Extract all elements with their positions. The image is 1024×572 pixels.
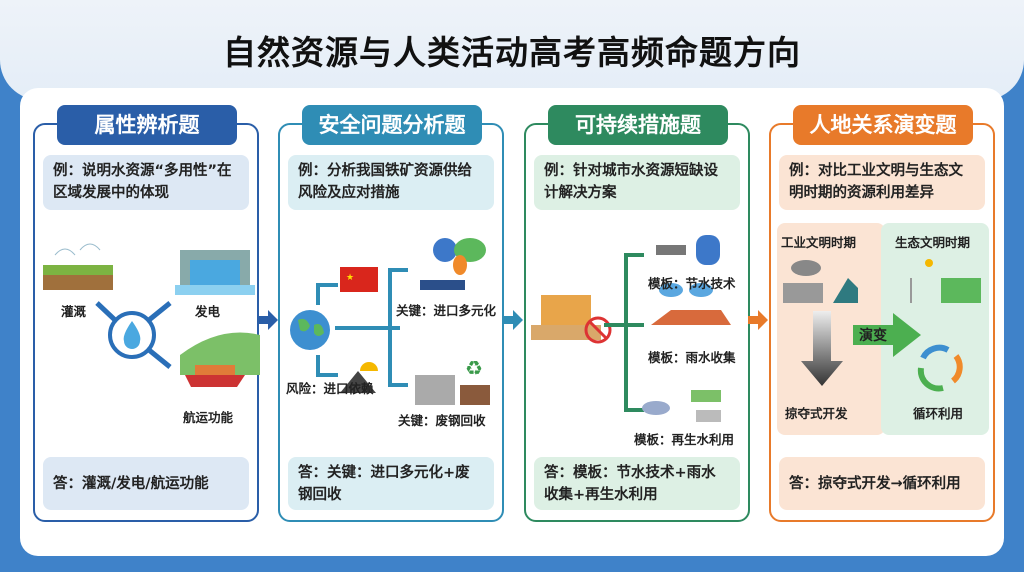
example-box: 例：对比工业文明与生态文明时期的资源利用差异: [779, 155, 985, 210]
flow-arrow-icon: [748, 310, 768, 330]
label-water-saving: 模板：节水技术: [648, 276, 736, 291]
flow-arrow-icon: [503, 310, 523, 330]
globe-icon: [290, 310, 330, 350]
down-arrow-icon: [801, 311, 843, 386]
world-map-icon: [420, 238, 486, 290]
reclaimed-water-icon: [642, 390, 721, 422]
label-power: 发电: [195, 304, 221, 319]
water-drop-icon: [123, 321, 141, 349]
panel-attribute: 属性辨析题 例：说明水资源“多用性”在区域发展中的体现 灌溉 发电 航运功能 答…: [33, 105, 260, 522]
label-rain-collection: 模板：雨水收集: [648, 350, 736, 365]
ore-mine-icon: [340, 371, 376, 393]
faucet-meter-icon: [656, 235, 720, 265]
label-risk: 风险：进口依赖: [286, 381, 374, 396]
evolution-illustration: [783, 259, 981, 392]
label-irrigation: 灌溉: [61, 304, 87, 319]
label-evolution: 演变: [859, 328, 887, 344]
answer-box: 答：关键：进口多元化+废钢回收: [288, 457, 494, 510]
label-ecological-era: 生态文明时期: [895, 235, 971, 250]
recycling-factory-icon: ♻: [415, 356, 490, 405]
dry-city-icon: [531, 295, 612, 344]
label-diversify: 关键：进口多元化: [396, 303, 497, 318]
label-recycling: 循环利用: [913, 406, 964, 421]
label-industrial-era: 工业文明时期: [781, 235, 857, 250]
panel-tag: 人地关系演变题: [793, 105, 973, 145]
panel-human-land: 人地关系演变题 例：对比工业文明与生态文明时期的资源利用差异 工业文明时期 生态…: [769, 105, 995, 522]
irrigation-icon: [43, 243, 113, 290]
evolution-arrow-icon: [853, 313, 921, 357]
label-shipping: 航运功能: [183, 410, 234, 425]
page-title: 自然资源与人类活动高考高频命题方向: [223, 33, 801, 72]
iron-ore-illustration: ★ ♻: [290, 238, 490, 405]
panel-tag: 可持续措施题: [548, 105, 728, 145]
answer-box: 答：灌溉/发电/航运功能: [43, 457, 249, 510]
header-background: [0, 0, 1024, 100]
example-box: 例：分析我国铁矿资源供给风险及应对措施: [288, 155, 494, 210]
svg-text:♻: ♻: [465, 356, 483, 380]
panel-tag: 属性辨析题: [57, 105, 237, 145]
answer-box: 答：模板：节水技术+雨水收集+再生水利用: [534, 457, 740, 510]
cargo-ship-icon: [180, 332, 260, 387]
panel-tag: 安全问题分析题: [302, 105, 482, 145]
flow-arrow-icon: [258, 310, 278, 330]
example-box: 例：针对城市水资源短缺设计解决方案: [534, 155, 740, 210]
factory-icon: [783, 260, 858, 303]
example-box: 例：说明水资源“多用性”在区域发展中的体现: [43, 155, 249, 210]
label-plunder: 掠夺式开发: [785, 406, 848, 421]
wind-city-icon: [910, 259, 981, 303]
label-reclaimed-water: 模板：再生水利用: [634, 432, 735, 447]
water-shortage-illustration: [531, 235, 731, 422]
svg-text:★: ★: [346, 273, 354, 283]
answer-box: 答：掠夺式开发→循环利用: [779, 457, 985, 510]
label-scrap-steel: 关键：废钢回收: [398, 413, 486, 428]
hydropower-dam-icon: [175, 250, 255, 295]
panel-security: 安全问题分析题 例：分析我国铁矿资源供给风险及应对措施 ★ ♻ 风险：进口依赖 …: [278, 105, 504, 522]
arrows: [95, 301, 172, 369]
recycle-cycle-icon: [917, 344, 963, 392]
rain-collection-icon: [651, 283, 731, 325]
water-uses-illustration: [43, 243, 260, 387]
panel-sustainable: 可持续措施题 例：针对城市水资源短缺设计解决方案 模板：节水技术 模板：雨水收集…: [524, 105, 750, 522]
china-flag-icon: [340, 267, 378, 292]
